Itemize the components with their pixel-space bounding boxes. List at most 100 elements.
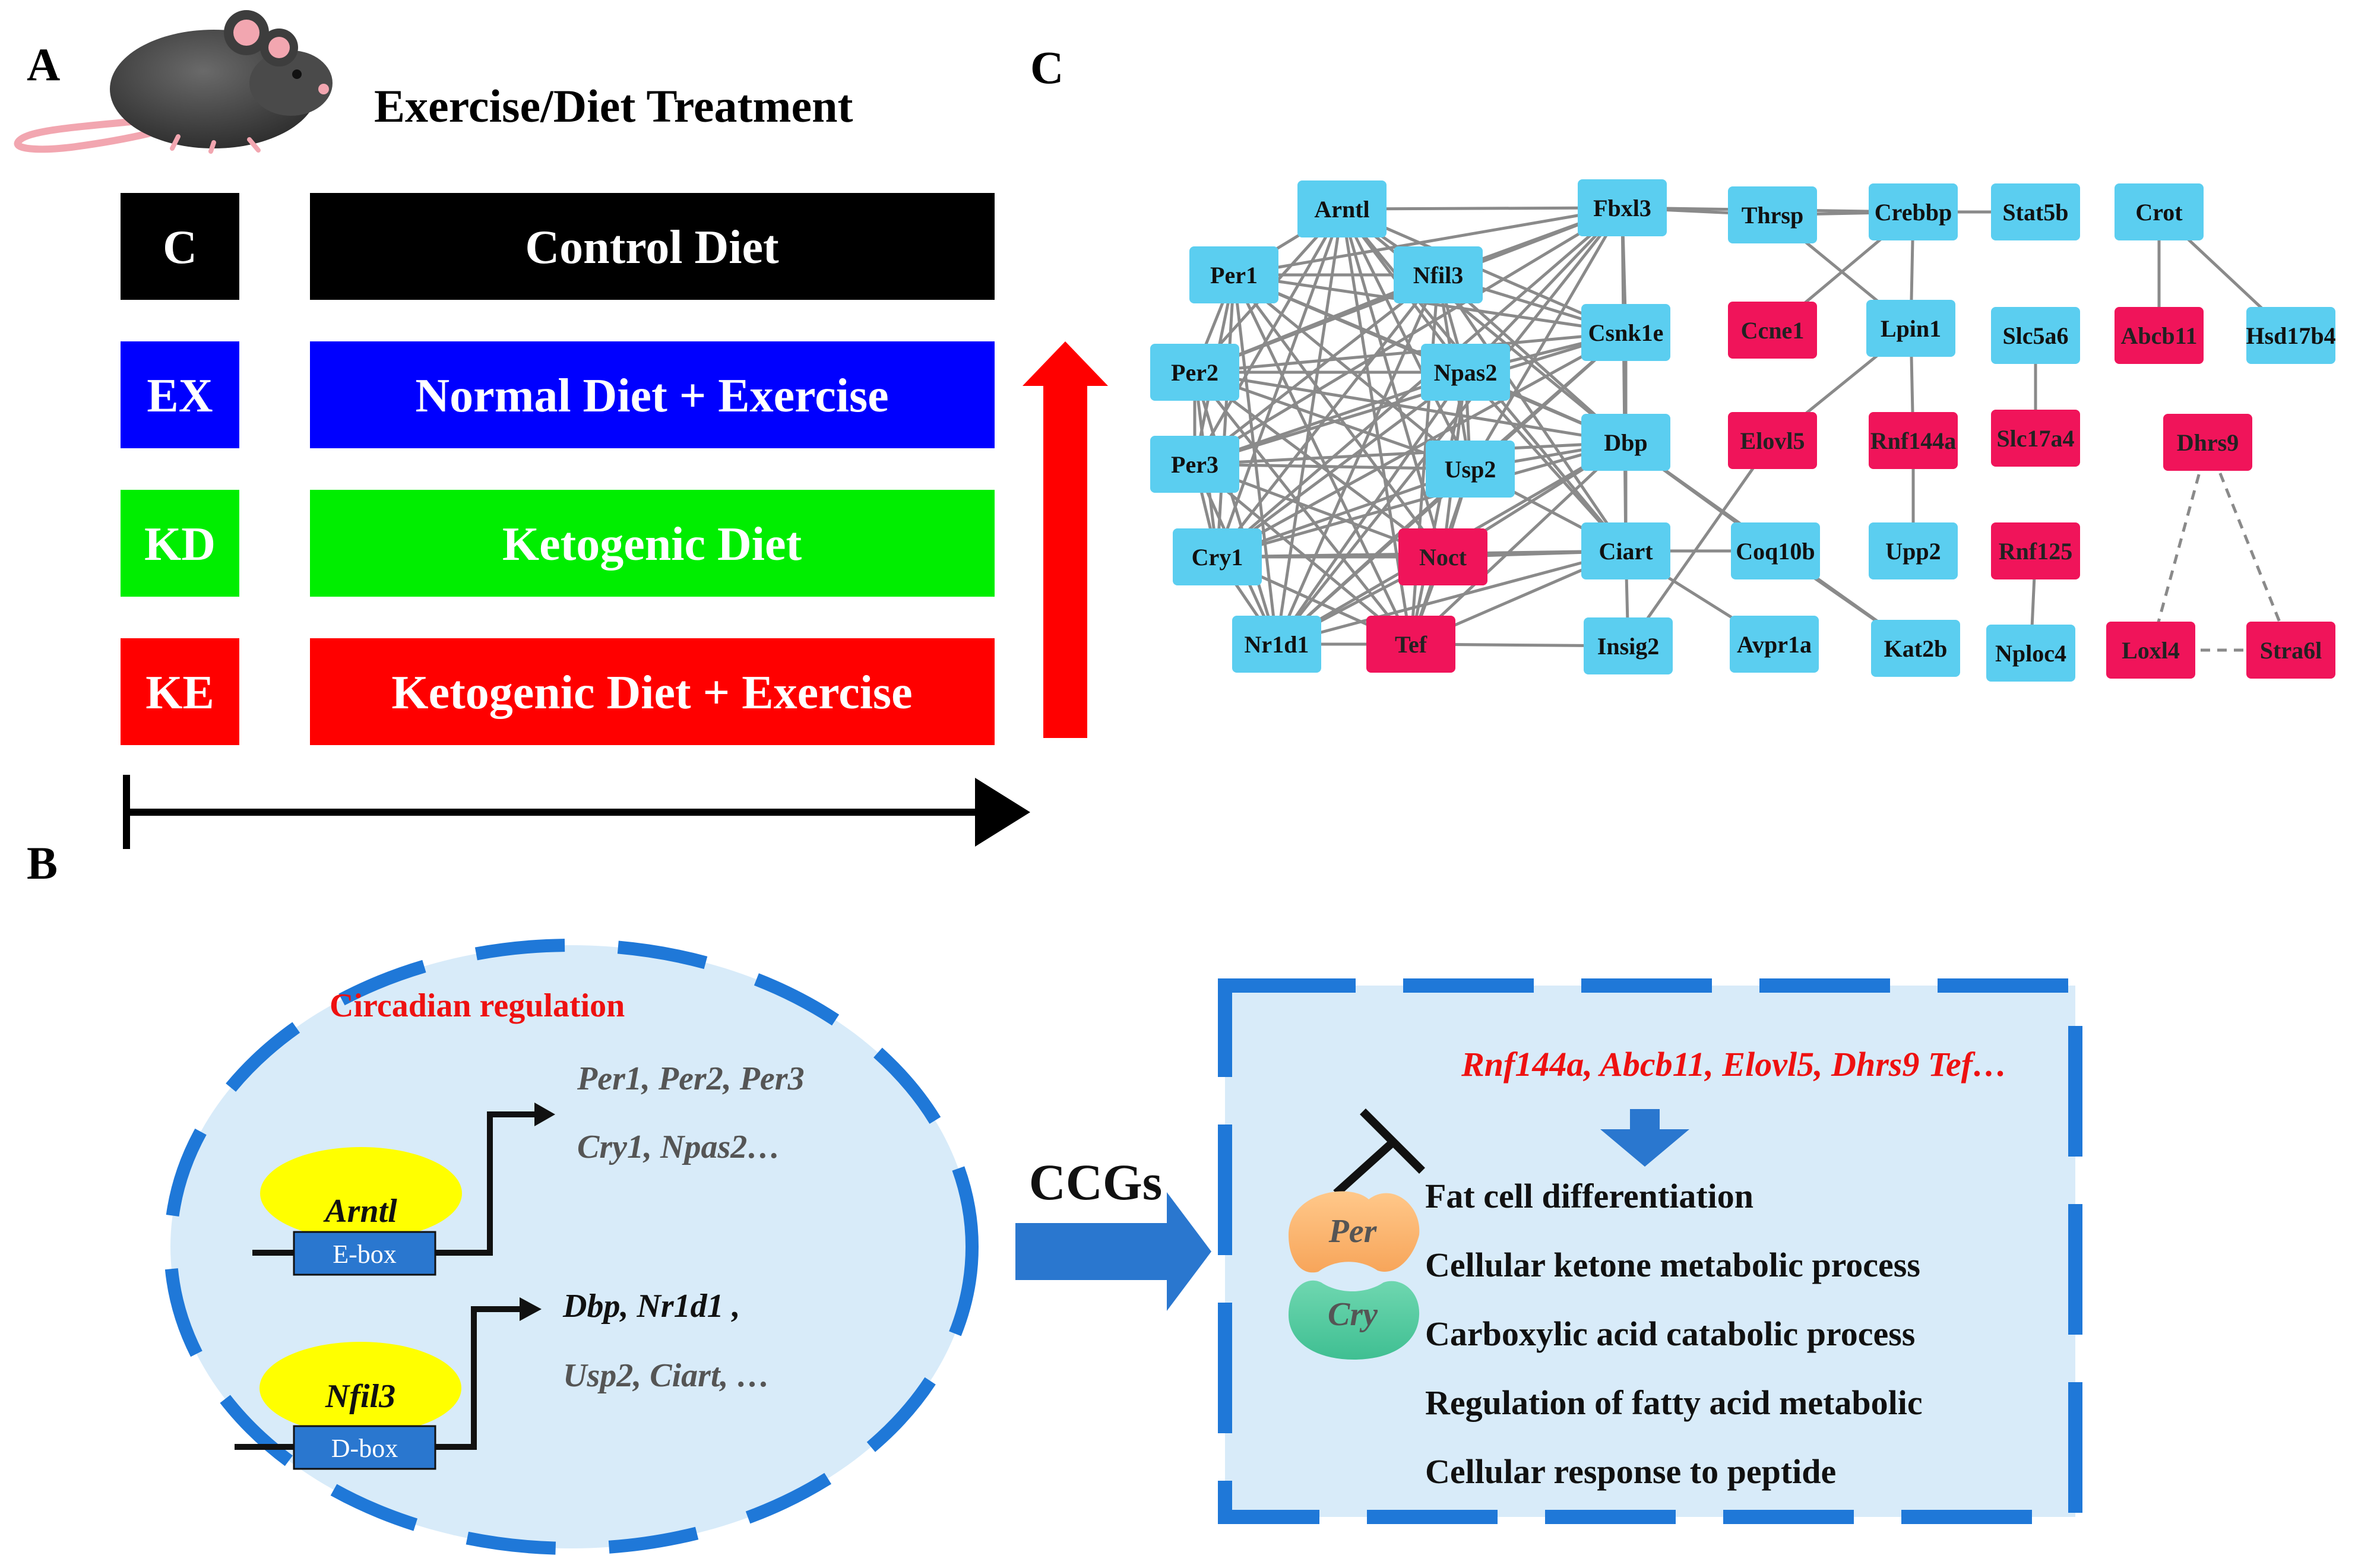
gene-node-box — [1581, 414, 1670, 471]
gene-node-box — [1871, 620, 1960, 677]
ccgs-label: CCGs — [1029, 1154, 1163, 1211]
gene-node-label: Noct — [1419, 544, 1467, 571]
network-edge — [1233, 206, 1623, 277]
gene-node-box — [1869, 522, 1958, 579]
gene-node-label: Lpin1 — [1881, 315, 1941, 342]
gene-node-box — [1991, 307, 2080, 364]
gene-node-box — [1869, 412, 1958, 469]
group-name: Ketogenic Diet + Exercise — [391, 667, 912, 719]
gene-node-box — [1991, 183, 2080, 240]
network-edge — [1194, 371, 1412, 645]
dbox-targets-line1: Dbp, Nr1d1 , — [562, 1288, 740, 1325]
network-edge — [1194, 370, 1626, 444]
ebox-targets-line2: Cry1, Npas2… — [577, 1129, 780, 1165]
nfil3-blob — [259, 1342, 461, 1434]
gene-node-label: Crebbp — [1875, 199, 1952, 226]
gene-node-label: Usp2 — [1445, 456, 1496, 483]
gene-node-label: Stat5b — [2002, 199, 2068, 226]
gene-node-label: Arntl — [1314, 196, 1369, 223]
network-edge — [1216, 274, 1439, 558]
gene-node-crot: Crot — [2115, 183, 2204, 240]
gene-node-upp2: Upp2 — [1869, 522, 1958, 579]
dbox-label: D-box — [331, 1434, 398, 1463]
gene-node-box — [1991, 410, 2080, 467]
gene-node-label: Kat2b — [1884, 635, 1948, 662]
gene-node-box — [1173, 528, 1262, 585]
arrow-head-icon — [534, 1103, 555, 1126]
gene-node-label: Csnk1e — [1588, 319, 1664, 346]
network-edge — [1216, 207, 1623, 558]
group-name: Ketogenic Diet — [502, 518, 802, 571]
network-edge — [2149, 442, 2210, 651]
network-edge — [1194, 274, 1439, 465]
gene-node-elovl5: Elovl5 — [1728, 412, 1817, 469]
network-edge — [1626, 439, 1774, 647]
gene-node-coq10b: Coq10b — [1731, 522, 1820, 579]
process-item: Carboxylic acid catabolic process — [1425, 1314, 1915, 1353]
gene-node-label: Npas2 — [1434, 359, 1498, 386]
ebox-promoter-arrow — [435, 1111, 537, 1256]
network-edge — [1275, 207, 1623, 645]
ebox-targets-line1: Per1, Per2, Per3 — [577, 1060, 805, 1097]
gene-node-label: Cry1 — [1192, 544, 1243, 571]
gene-node-label: Slc17a4 — [1996, 425, 2074, 452]
gene-node-crebbp: Crebbp — [1869, 183, 1958, 240]
gene-node-per2: Per2 — [1150, 344, 1239, 401]
ccgs-arrow-icon — [1015, 1192, 1211, 1311]
dbox-box — [293, 1425, 436, 1470]
network-edge — [1194, 331, 1626, 374]
gene-node-box — [1578, 179, 1667, 236]
circadian-regulation-oval — [164, 939, 979, 1555]
gene-node-label: Slc5a6 — [2002, 322, 2068, 349]
down-arrow-icon — [1600, 1109, 1689, 1167]
gene-node-box — [2106, 622, 2195, 679]
network-edge — [1410, 441, 1627, 645]
gene-node-loxl4: Loxl4 — [2106, 622, 2195, 679]
gene-node-box — [1189, 246, 1278, 303]
ccg-gene-list: Rnf144a, Abcb11, Elovl5, Dhrs9 Tef… — [1461, 1045, 2007, 1084]
network-edge — [1464, 371, 1627, 552]
group-code: EX — [147, 370, 213, 422]
network-edge — [2206, 442, 2293, 651]
group-code: KE — [145, 667, 214, 719]
gene-node-label: Nploc4 — [1995, 640, 2066, 667]
gene-node-box — [1991, 522, 2080, 579]
gene-node-label: Stra6l — [2260, 637, 2322, 664]
gene-node-fbxl3: Fbxl3 — [1578, 179, 1667, 236]
gene-node-box — [1866, 300, 1955, 357]
gene-node-nr1d1: Nr1d1 — [1232, 616, 1321, 673]
gene-node-dhrs9: Dhrs9 — [2163, 414, 2252, 471]
network-edge — [1216, 331, 1627, 559]
gene-node-box — [1394, 246, 1483, 303]
group-code: KD — [144, 518, 216, 571]
nfil3-label: Nfil3 — [325, 1378, 395, 1415]
gene-node-label: Dbp — [1604, 429, 1647, 456]
gene-node-slc5a6: Slc5a6 — [1991, 307, 2080, 364]
gene-node-label: Per2 — [1171, 359, 1218, 386]
gene-node-label: Nr1d1 — [1245, 631, 1309, 658]
dbox-promoter-arrow — [435, 1306, 523, 1450]
panel-c-label: C — [1030, 42, 1063, 93]
arntl-blob — [260, 1147, 462, 1240]
dbox-targets-line2: Usp2, Ciart, … — [563, 1357, 770, 1394]
gene-node-box — [2163, 414, 2252, 471]
per-label: Per — [1328, 1213, 1378, 1250]
gene-node-dbp: Dbp — [1581, 414, 1670, 471]
network-edge — [1194, 463, 1471, 471]
gene-node-lpin1: Lpin1 — [1866, 300, 1955, 357]
arntl-label: Arntl — [323, 1193, 397, 1230]
gene-node-box — [1730, 616, 1819, 673]
gene-node-npas2: Npas2 — [1421, 344, 1510, 401]
gene-node-rnf125: Rnf125 — [1991, 522, 2080, 579]
gene-node-label: Per1 — [1210, 262, 1258, 289]
panel-a: A Exercise/Diet Treatment C Control Diet… — [14, 10, 1108, 849]
gene-node-nploc4: Nploc4 — [1986, 625, 2075, 682]
cry-protein-icon — [1289, 1280, 1420, 1360]
network-edge — [1194, 441, 1626, 466]
network-edge — [1276, 549, 1626, 646]
gene-node-kat2b: Kat2b — [1871, 620, 1960, 677]
gene-node-box — [1731, 522, 1820, 579]
panel-a-title: Exercise/Diet Treatment — [374, 80, 853, 132]
gene-node-label: Ccne1 — [1741, 317, 1805, 344]
gene-node-stra6l: Stra6l — [2246, 622, 2335, 679]
